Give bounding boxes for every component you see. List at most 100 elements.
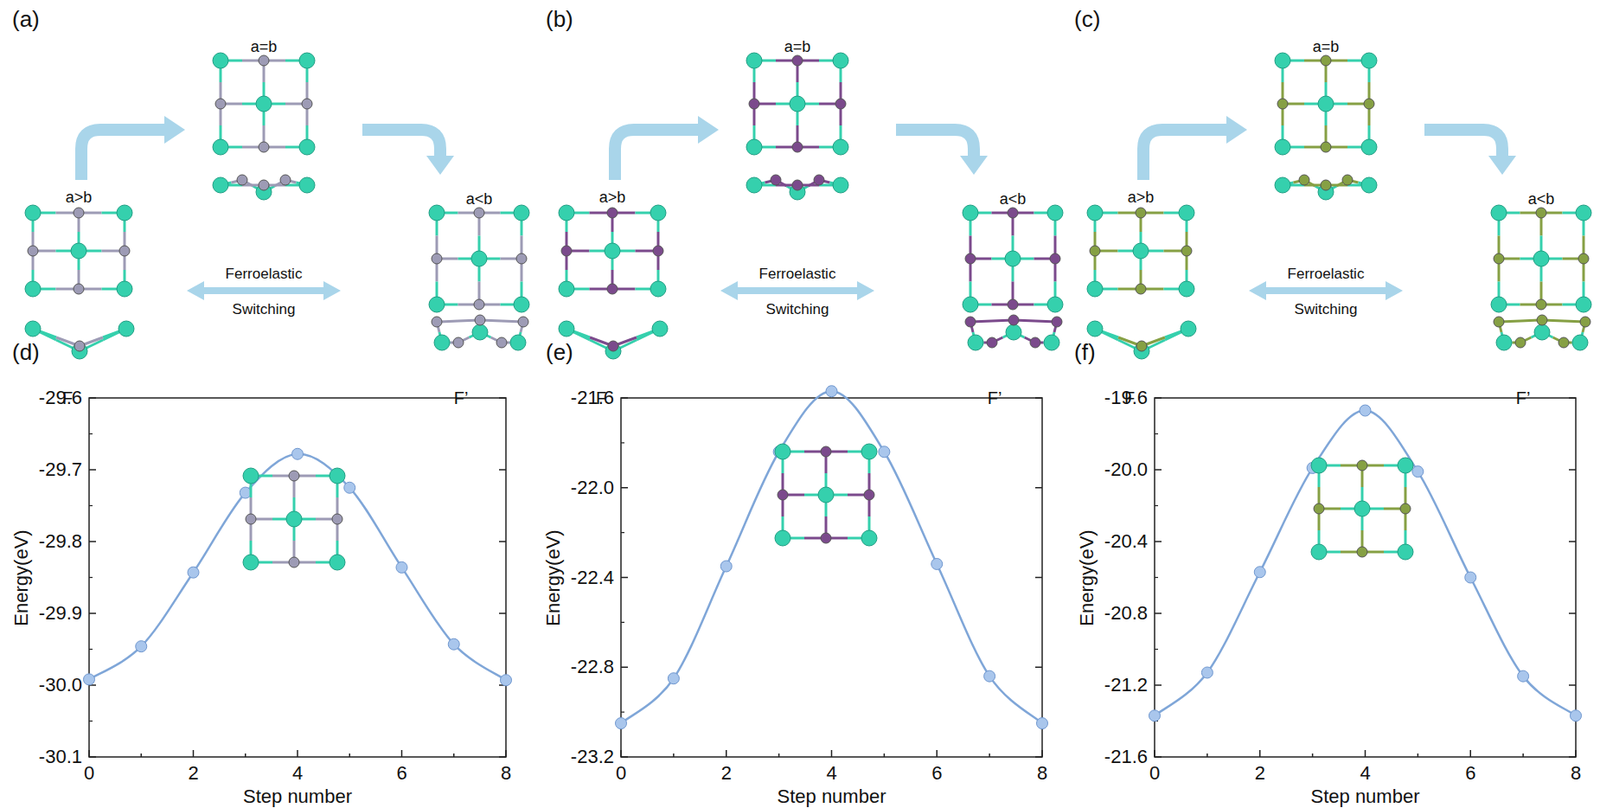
side-atom — [236, 174, 248, 186]
minor-tick — [89, 505, 93, 506]
text-label: -20.4 — [1104, 531, 1148, 551]
lattice-atom — [607, 283, 618, 295]
lattice-atom — [1007, 207, 1018, 218]
text-label: -29.6 — [38, 388, 83, 408]
tick — [1035, 666, 1043, 669]
side-atom — [1515, 337, 1526, 348]
arrow-head — [186, 281, 205, 301]
lattice-atom — [1089, 245, 1101, 256]
tick — [89, 755, 96, 758]
tick — [1568, 540, 1576, 543]
text-label: a<b — [999, 191, 1027, 207]
lattice-atom — [513, 204, 530, 221]
lattice-atom — [1274, 139, 1291, 155]
lattice-atom — [513, 296, 530, 313]
text-label: -20.8 — [1104, 603, 1148, 623]
side-atom — [652, 320, 668, 337]
minor-tick — [620, 441, 625, 443]
tick — [620, 396, 628, 399]
text-label: Ferroelastic — [225, 266, 303, 282]
lattice-atom — [774, 443, 791, 460]
data-point — [239, 486, 251, 499]
text-label: Step number — [777, 787, 887, 807]
lattice-atom — [25, 204, 41, 221]
flow-arrow — [81, 129, 167, 180]
side-atom — [258, 179, 269, 191]
lattice-atom — [861, 530, 877, 546]
lattice-atom — [835, 98, 846, 109]
arrow-head — [857, 281, 875, 301]
minor-tick — [1154, 576, 1159, 578]
lattice-atom — [1397, 544, 1414, 560]
tick — [883, 753, 886, 757]
lattice-atom — [1533, 250, 1549, 267]
data-point — [878, 446, 890, 458]
lattice-atom — [471, 250, 487, 267]
lattice-atom — [777, 489, 788, 500]
tick — [88, 749, 90, 757]
tick — [244, 753, 247, 757]
lattice-atom — [1087, 281, 1103, 297]
lattice-atom — [27, 245, 39, 256]
tick — [1259, 749, 1261, 757]
lattice-atom — [1320, 141, 1332, 153]
lattice-atom — [1400, 503, 1411, 514]
text-label: -22.4 — [570, 568, 615, 588]
data-point — [1254, 566, 1266, 578]
minor-tick — [1154, 505, 1159, 506]
lattice-atom — [245, 513, 256, 525]
side-atom — [792, 179, 803, 191]
minor-tick — [620, 711, 625, 713]
text-label: (e) — [545, 340, 574, 364]
tick — [505, 749, 507, 757]
lattice-atom — [299, 139, 315, 155]
tick — [296, 749, 299, 757]
side-atom — [558, 320, 575, 337]
lattice-atom — [1274, 52, 1291, 69]
lattice-atom — [1178, 204, 1195, 221]
tick — [349, 753, 352, 757]
lattice-atom — [607, 207, 618, 218]
side-atom — [510, 334, 526, 351]
lattice-atom — [604, 243, 621, 259]
text-label: Energy(eV) — [544, 529, 564, 626]
arrow-head — [323, 281, 341, 301]
tick — [499, 468, 506, 471]
text-label: F’ — [454, 389, 469, 407]
data-point — [984, 670, 996, 682]
text-label: (c) — [1074, 7, 1101, 31]
text-label: -21.2 — [1104, 675, 1148, 695]
lattice-atom — [1320, 55, 1332, 66]
arrow-head — [1488, 155, 1517, 175]
text-label: 2 — [721, 763, 732, 783]
text-label: 6 — [931, 763, 942, 783]
text-label: F’ — [987, 389, 1003, 407]
text-label: 4 — [292, 763, 303, 783]
lattice-atom — [119, 245, 130, 256]
data-point — [83, 673, 96, 685]
lattice-atom — [1536, 207, 1547, 218]
lattice-atom — [652, 245, 664, 256]
lattice-atom — [431, 253, 442, 264]
lattice-atom — [299, 52, 315, 69]
text-label: -21.6 — [570, 388, 615, 408]
tick — [620, 486, 628, 489]
data-point — [1149, 710, 1161, 722]
data-point — [292, 448, 304, 460]
tick — [1035, 755, 1043, 758]
double-arrow — [736, 287, 859, 295]
lattice-atom — [1493, 253, 1504, 264]
lattice-atom — [288, 470, 300, 481]
text-label: -29.8 — [38, 531, 83, 551]
tick — [1035, 486, 1043, 489]
lattice-atom — [558, 281, 575, 297]
text-label: 8 — [1570, 763, 1581, 783]
text-label: -21.6 — [1104, 747, 1148, 767]
tick — [1153, 749, 1156, 757]
tick — [1568, 396, 1576, 399]
text-label: a<b — [1528, 191, 1556, 207]
data-point — [448, 638, 460, 650]
lattice-atom — [1181, 245, 1192, 256]
arrow-head — [1226, 115, 1248, 144]
